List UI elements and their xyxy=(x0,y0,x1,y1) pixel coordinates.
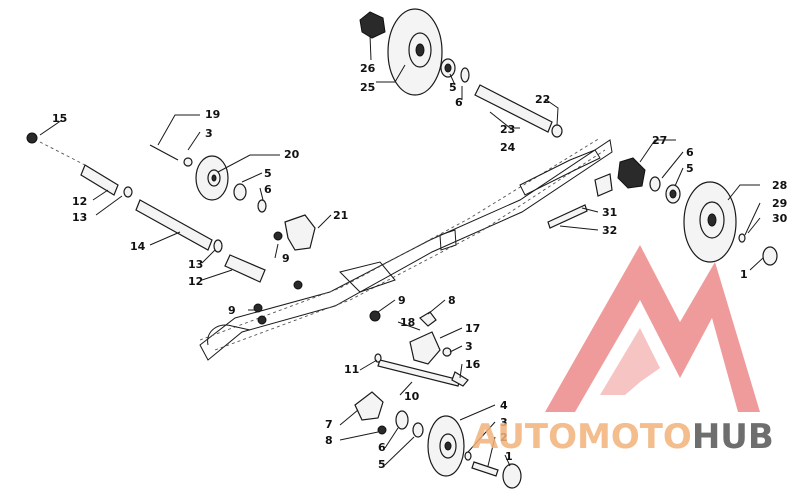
callout-c9c: 9 xyxy=(398,294,406,307)
callout-c8a: 8 xyxy=(448,294,456,307)
bracket-21 xyxy=(284,214,316,251)
watermark-text-moto: MOTO xyxy=(577,417,692,457)
automotohub-logo-icon xyxy=(545,245,760,412)
callout-c11: 11 xyxy=(344,363,359,376)
callout-c15: 15 xyxy=(52,112,67,125)
left-axle-assembly xyxy=(26,132,266,283)
bracket-7 xyxy=(354,391,384,421)
automotohub-watermark: AUTOMOTOHUB xyxy=(472,245,774,457)
callout-c3a: 3 xyxy=(205,127,213,140)
callout-c14: 14 xyxy=(130,240,146,253)
callout-c19: 19 xyxy=(205,108,220,121)
callout-c31: 31 xyxy=(602,206,617,219)
callout-c9a: 9 xyxy=(282,252,290,265)
callout-c16: 16 xyxy=(465,358,481,371)
callout-c30: 30 xyxy=(772,212,788,225)
callout-c25: 25 xyxy=(360,81,375,94)
callout-c13a: 13 xyxy=(72,211,87,224)
callout-c1b: 1 xyxy=(505,450,513,463)
right-idler-wheel-assembly xyxy=(547,157,778,266)
callout-c5b: 5 xyxy=(264,167,272,180)
callout-c23: 23 xyxy=(500,123,515,136)
callout-c7: 7 xyxy=(325,418,333,431)
callout-c22: 22 xyxy=(535,93,550,106)
hub-27 xyxy=(617,157,646,189)
callout-c32: 32 xyxy=(602,224,617,237)
bracket-17 xyxy=(409,331,441,365)
callout-c26a: 26 xyxy=(360,62,376,75)
leader-lines xyxy=(39,34,764,467)
callout-c6d: 6 xyxy=(378,441,386,454)
hub-cap-26 xyxy=(359,11,386,39)
callout-c18: 18 xyxy=(400,316,415,329)
callout-c24: 24 xyxy=(500,141,516,154)
spacer-tube-12b xyxy=(224,254,266,283)
watermark-text-auto: AUTO xyxy=(472,417,577,457)
callout-c29: 29 xyxy=(772,197,787,210)
callout-c8b: 8 xyxy=(325,434,333,447)
callout-c5c: 5 xyxy=(686,162,694,175)
spacer-tube-12a xyxy=(80,164,119,196)
callout-c28: 28 xyxy=(772,179,787,192)
bolt-8a xyxy=(419,311,437,327)
callout-c20: 20 xyxy=(284,148,300,161)
nut-15 xyxy=(26,132,38,144)
callout-c12a: 12 xyxy=(72,195,87,208)
callout-c3c: 3 xyxy=(500,416,508,429)
bolt-10 xyxy=(377,359,461,387)
lower-idler-wheel-assembly xyxy=(354,391,522,489)
callout-c3b: 3 xyxy=(465,340,473,353)
callout-c6c: 6 xyxy=(686,146,694,159)
axle-14 xyxy=(135,199,213,251)
rail-frame xyxy=(199,137,613,361)
svg-text:AUTOMOTOHUB: AUTOMOTOHUB xyxy=(472,417,774,457)
callout-c2: 2 xyxy=(500,431,508,444)
axle-23 xyxy=(474,84,553,133)
callout-c10: 10 xyxy=(404,390,420,403)
callout-c21: 21 xyxy=(333,209,348,222)
callout-c6b: 6 xyxy=(264,183,272,196)
mid-idler-wheel-assembly xyxy=(149,144,316,290)
callout-c27: 27 xyxy=(652,134,667,147)
spacer-22 xyxy=(551,124,563,138)
callout-c13b: 13 xyxy=(188,258,203,271)
watermark-text-hub: HUB xyxy=(692,417,774,457)
callout-c5d: 5 xyxy=(378,458,386,471)
callout-c9b: 9 xyxy=(228,304,236,317)
callout-c4: 4 xyxy=(500,399,508,412)
callout-c5a: 5 xyxy=(449,81,457,94)
adjuster-bolt-31 xyxy=(547,204,588,229)
callout-c17: 17 xyxy=(465,322,480,335)
cap-1a xyxy=(762,246,778,266)
cap-1b xyxy=(502,463,522,489)
upper-idler-wheel-assembly xyxy=(359,8,563,138)
callout-c1a: 1 xyxy=(740,268,748,281)
callout-c6a: 6 xyxy=(455,96,463,109)
callout-c12b: 12 xyxy=(188,275,203,288)
center-bracket-assembly xyxy=(253,303,469,387)
